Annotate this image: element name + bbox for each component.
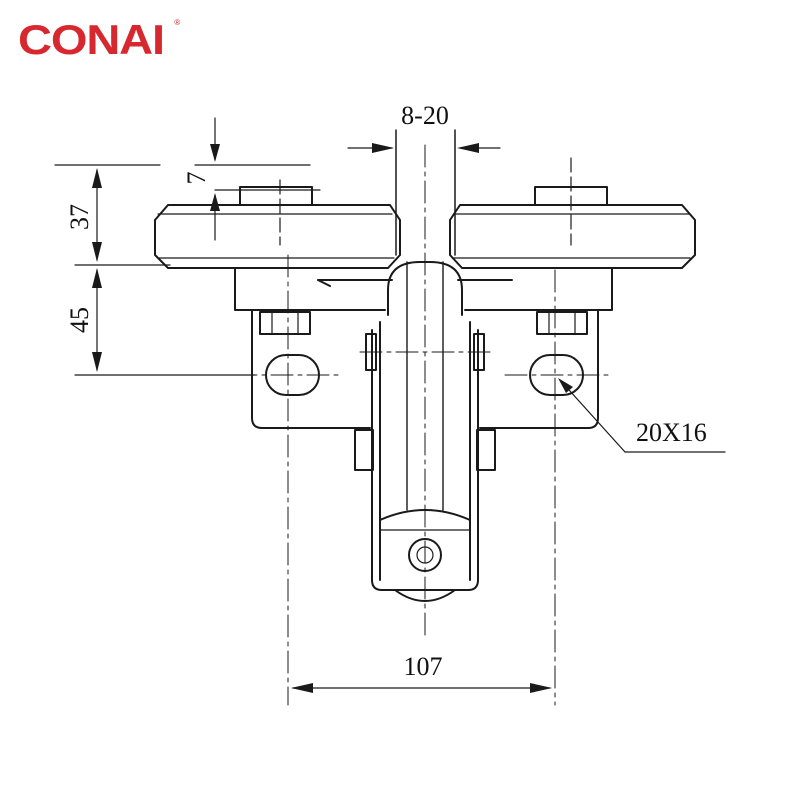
center-stem [387,129,463,511]
gap-dimension-label: 8-20 [401,101,449,130]
bracket-height-label: 45 [65,307,94,333]
logo-text: CONAI [18,16,165,63]
bracket-body [234,267,613,429]
dimension-lines [54,117,726,689]
right-wheel [449,157,696,269]
wheel-height-label: 37 [65,204,94,230]
registered-mark: ® [174,18,181,27]
drawing-lines [54,117,726,706]
hole-spacing-label: 107 [404,652,443,681]
arrowheads [92,143,573,693]
slot-size-label: 20X16 [636,418,707,447]
logo: CONAI ® [18,16,181,63]
left-wheel [154,179,401,269]
top-offset-label: 7 [182,172,211,185]
center-lines [234,144,611,706]
